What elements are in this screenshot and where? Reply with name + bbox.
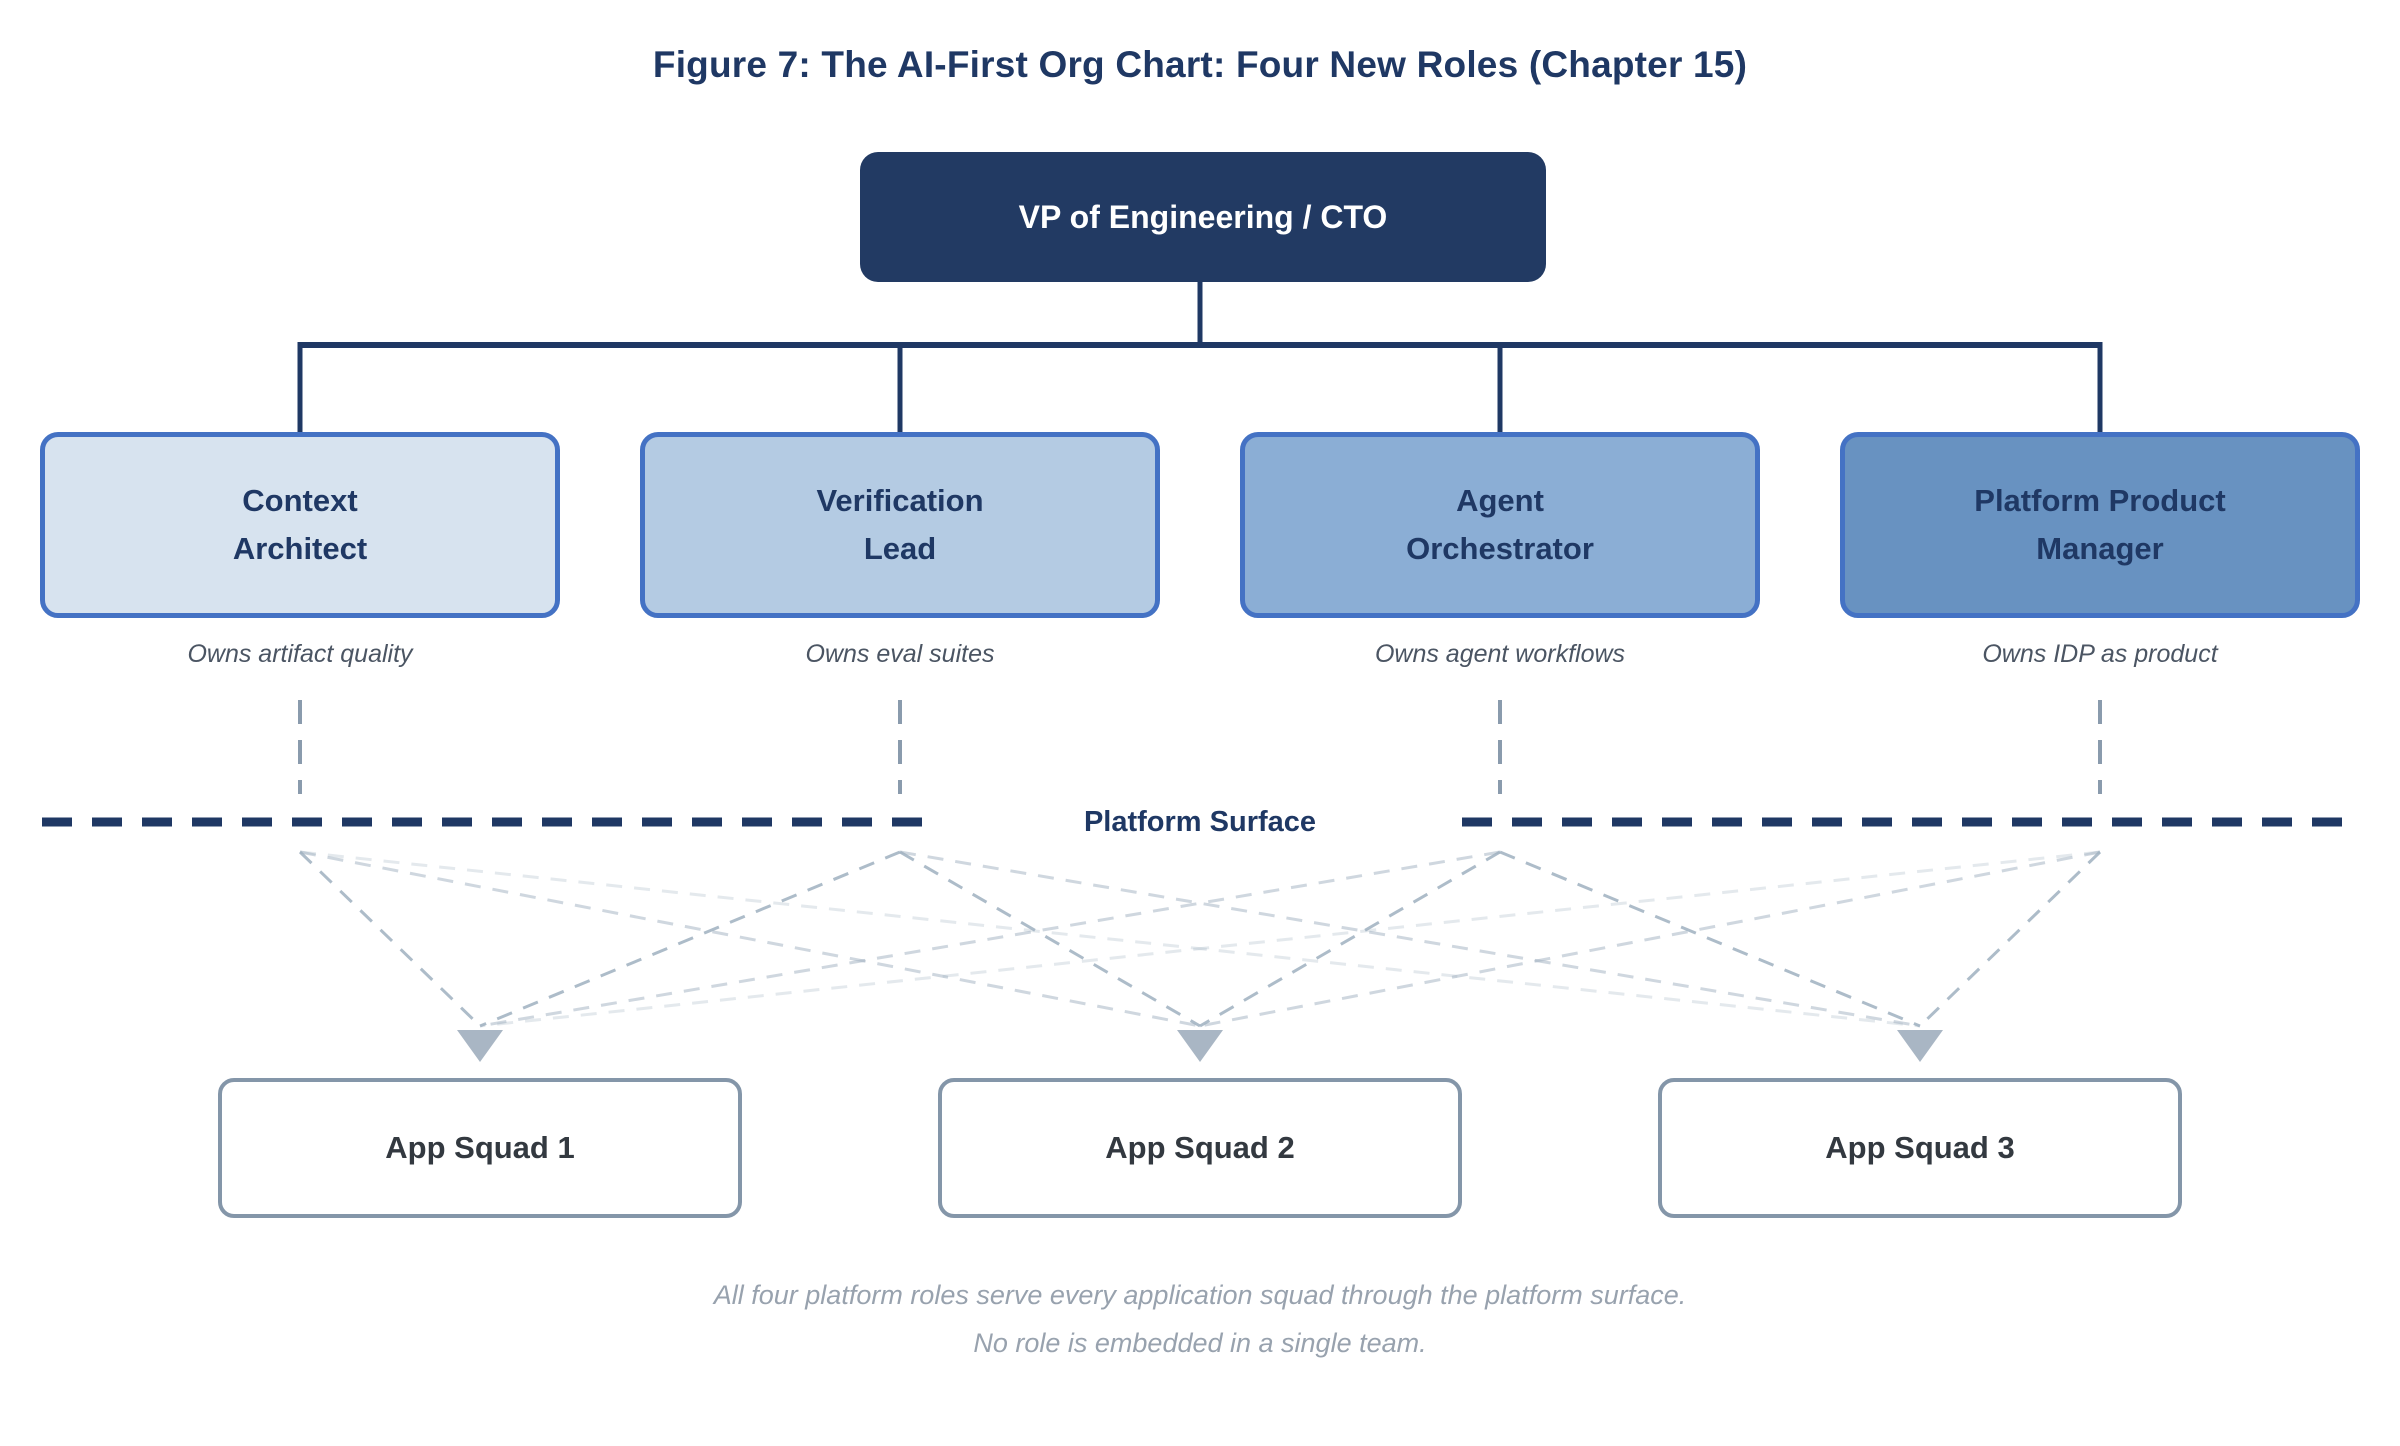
squad-label: App Squad 1 [385, 1130, 575, 1165]
role-label: Agent Orchestrator [1406, 482, 1594, 566]
role-box-context-architect: Context Architect [40, 432, 560, 618]
role-caption-context-architect: Owns artifact quality [187, 640, 413, 668]
role-label: Verification Lead [816, 482, 984, 566]
figure-title: Figure 7: The AI-First Org Chart: Four N… [652, 44, 1748, 85]
role-to-surface-dashes [298, 700, 2102, 794]
app-squad-1-box: App Squad 1 [218, 1078, 742, 1218]
vp-cto-label: VP of Engineering / CTO [1018, 198, 1388, 235]
role-box-agent-orchestrator: Agent Orchestrator [1240, 432, 1760, 618]
role-caption-verification-lead: Owns eval suites [805, 640, 995, 668]
platform-surface-label: Platform Surface [1083, 806, 1317, 838]
role-caption-agent-orchestrator: Owns agent workflows [1374, 640, 1626, 668]
footer-note-line-2: No role is embedded in a single team. [973, 1328, 1427, 1358]
app-squad-3-box: App Squad 3 [1658, 1078, 2182, 1218]
squad-label: App Squad 2 [1105, 1130, 1295, 1165]
role-label: Context Architect [232, 482, 368, 566]
role-label: Platform Product Manager [1974, 482, 2226, 566]
role-box-verification-lead: Verification Lead [640, 432, 1160, 618]
role-caption-platform-product-manager: Owns IDP as product [1982, 640, 2218, 668]
footer-note-line-1: All four platform roles serve every appl… [713, 1280, 1687, 1310]
vp-cto-box: VP of Engineering / CTO [860, 152, 1546, 282]
app-squad-2-box: App Squad 2 [938, 1078, 1462, 1218]
squad-label: App Squad 3 [1825, 1130, 2015, 1165]
role-box-platform-product-manager: Platform Product Manager [1840, 432, 2360, 618]
org-tree-connectors [297, 280, 2103, 436]
role-to-squad-lines [298, 850, 2102, 1028]
arrow-down-icon [457, 1030, 1943, 1062]
